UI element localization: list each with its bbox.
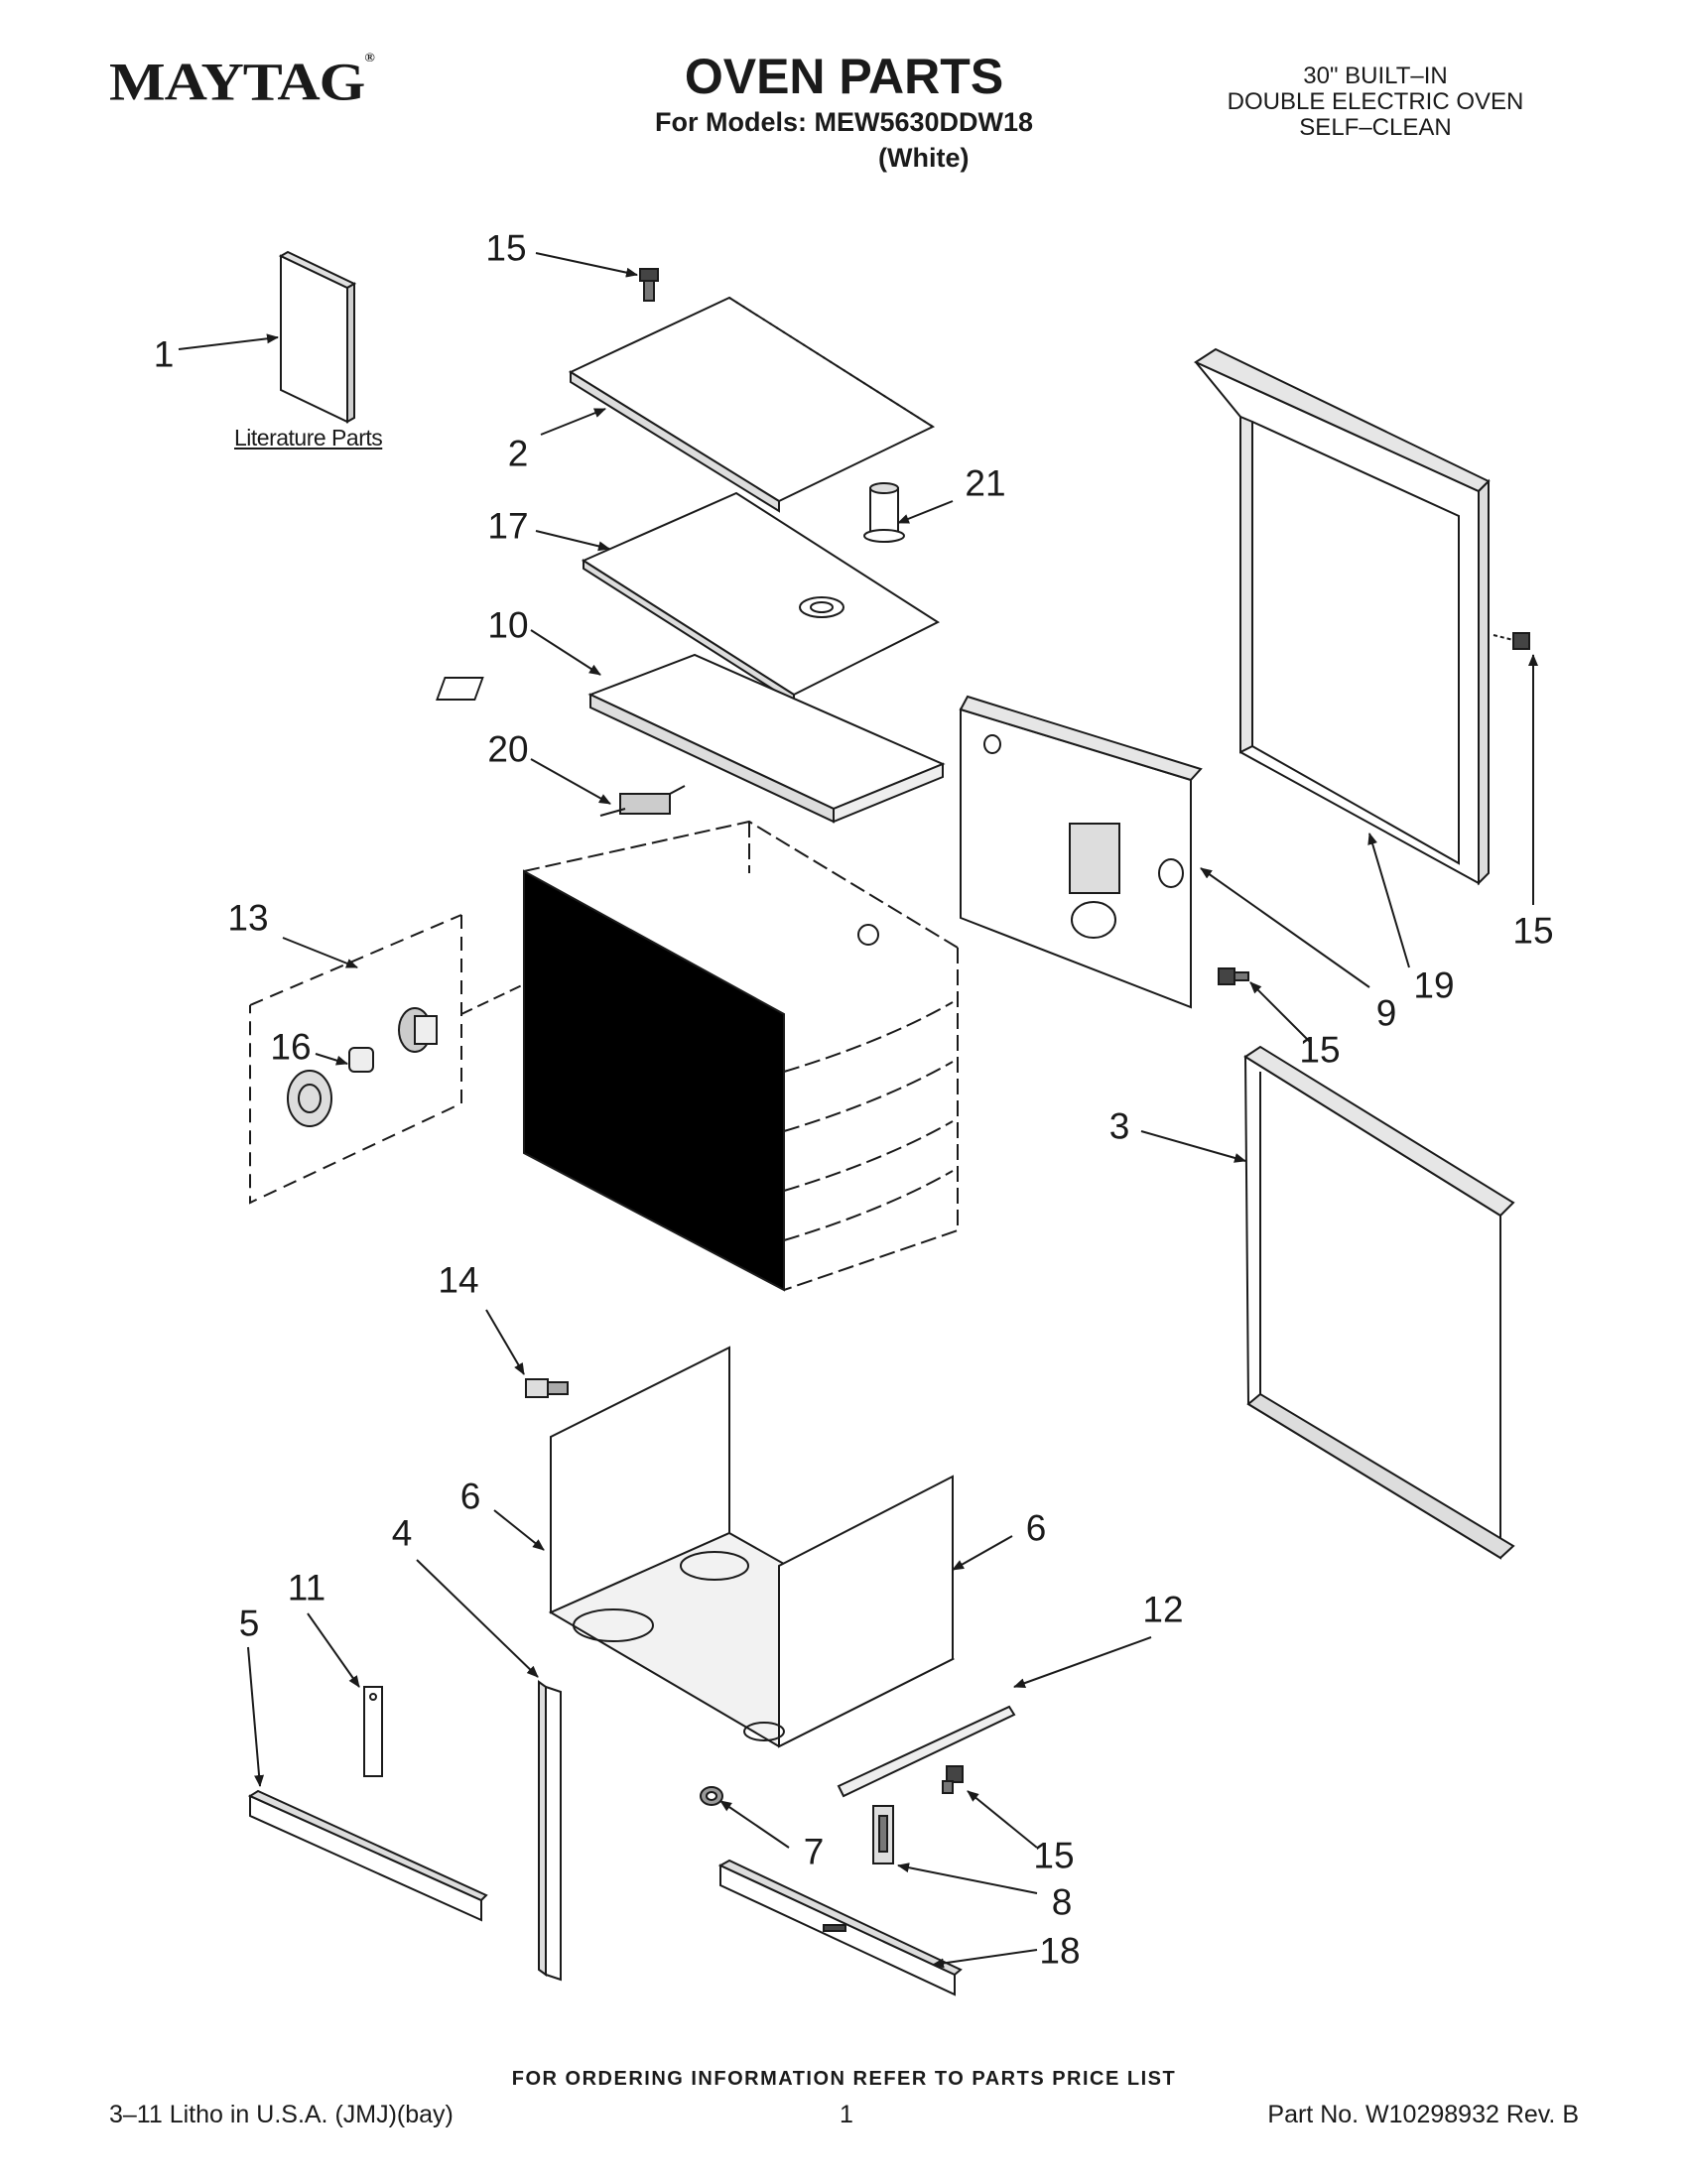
callout-17: 17 — [487, 505, 529, 547]
screw-lower — [942, 1765, 964, 1794]
callout-5: 5 — [238, 1603, 260, 1644]
grommet — [700, 1786, 723, 1806]
oven-front-face — [523, 869, 785, 1292]
side-trim-frame — [1193, 347, 1491, 886]
callout-8: 8 — [1051, 1881, 1073, 1923]
rail — [837, 1705, 1016, 1798]
callout-2: 2 — [507, 433, 529, 474]
callout-14: 14 — [438, 1259, 479, 1301]
print-info: 3–11 Litho in U.S.A. (JMJ)(bay) — [109, 2101, 454, 2128]
product-line: 30" BUILT–IN — [1303, 63, 1448, 89]
vent-tube — [863, 482, 905, 543]
product-description: 30" BUILT–IN DOUBLE ELECTRIC OVEN SELF–C… — [1197, 64, 1554, 141]
vertical-trim — [538, 1680, 562, 1982]
callout-1: 1 — [153, 333, 175, 375]
oven-liner — [548, 1346, 956, 1748]
screw-near-9 — [1218, 967, 1249, 985]
rear-panel — [959, 695, 1203, 1009]
page-title: OVEN PARTS — [684, 49, 1004, 104]
callout-7: 7 — [803, 1831, 825, 1872]
callout-3: 3 — [1108, 1105, 1130, 1147]
leader-lines — [178, 252, 1538, 1969]
callout-21: 21 — [965, 462, 1006, 504]
callout-4: 4 — [391, 1512, 413, 1554]
brand-logo: MAYTAG® — [109, 52, 375, 113]
literature-booklet — [278, 250, 357, 424]
product-line: SELF–CLEAN — [1299, 114, 1452, 141]
insulation-plate — [581, 491, 941, 705]
callout-15-right: 15 — [1512, 910, 1554, 952]
ordering-note: FOR ORDERING INFORMATION REFER TO PARTS … — [511, 2068, 1177, 2090]
callout-13: 13 — [227, 897, 269, 939]
callout-15-lower: 15 — [1033, 1835, 1075, 1876]
small-bracket — [363, 1686, 383, 1777]
screw-top — [639, 268, 659, 302]
callout-12: 12 — [1142, 1589, 1184, 1630]
side-panel — [1243, 1045, 1515, 1560]
top-panel — [568, 296, 936, 513]
color-line: (White) — [878, 143, 970, 173]
insulation-board — [436, 653, 946, 824]
screw-right — [1493, 632, 1530, 650]
product-line: DOUBLE ELECTRIC OVEN — [1227, 88, 1524, 115]
oven-cavity — [523, 820, 959, 1291]
part-number: Part No. W10298932 Rev. B — [1267, 2101, 1579, 2128]
callout-9: 9 — [1375, 992, 1397, 1034]
literature-parts-label: Literature Parts — [234, 425, 383, 450]
models-line: For Models: MEW5630DDW18 — [655, 107, 1034, 137]
hinge-receptacle — [872, 1805, 894, 1864]
callout-15-top: 15 — [485, 227, 527, 269]
callout-15-rear: 15 — [1299, 1029, 1341, 1071]
bottom-trim — [717, 1859, 963, 1996]
brand-name: MAYTAG — [109, 52, 365, 112]
callout-11: 11 — [287, 1567, 326, 1608]
callout-16: 16 — [270, 1026, 312, 1068]
plug — [525, 1378, 569, 1398]
knob-assembly — [287, 1007, 438, 1127]
long-trim-left — [247, 1789, 488, 1922]
callout-20: 20 — [487, 728, 529, 770]
callout-18: 18 — [1039, 1930, 1081, 1972]
registered-mark: ® — [364, 52, 375, 65]
callout-19: 19 — [1413, 964, 1455, 1006]
sensor — [599, 785, 686, 817]
page-number: 1 — [840, 2101, 853, 2128]
callout-10: 10 — [487, 604, 529, 646]
callout-6-left: 6 — [459, 1476, 481, 1517]
callout-6-right: 6 — [1025, 1507, 1047, 1549]
